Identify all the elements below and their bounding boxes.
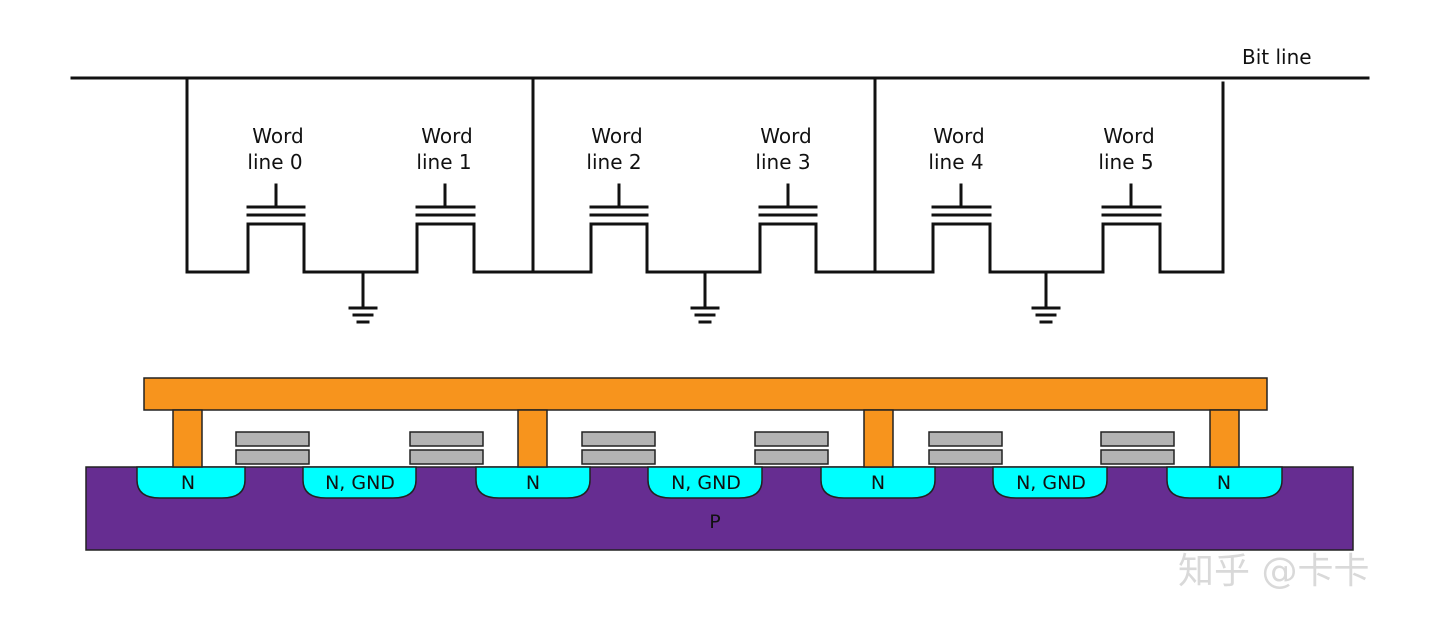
metal-contact bbox=[517, 409, 548, 468]
well-label-0: N bbox=[181, 472, 195, 494]
well-label-3: N, GND bbox=[671, 472, 741, 494]
n-well-1 bbox=[302, 466, 417, 499]
word-line-label-3b: line 3 bbox=[755, 150, 810, 174]
word-line-label-4a: Word bbox=[933, 124, 984, 148]
well-label-1: N, GND bbox=[325, 472, 395, 494]
transistor-chain-2 bbox=[531, 222, 877, 274]
metal-contact bbox=[863, 409, 894, 468]
gate-group-3 bbox=[758, 183, 818, 217]
ground-icon bbox=[348, 270, 378, 324]
substrate-label: P bbox=[709, 511, 720, 533]
gate-stack-3 bbox=[754, 431, 829, 465]
word-line-label-2b: line 2 bbox=[586, 150, 641, 174]
word-line-label-5a: Word bbox=[1103, 124, 1154, 148]
circuit-schematic: Bit line bbox=[70, 45, 1370, 324]
n-well-5 bbox=[992, 466, 1108, 499]
gate-stack-5 bbox=[1100, 431, 1175, 465]
n-well-4 bbox=[820, 466, 936, 499]
gate-group-5 bbox=[1101, 183, 1162, 217]
metal-contact bbox=[172, 409, 203, 468]
well-label-2: N bbox=[526, 472, 540, 494]
metal-contact bbox=[1209, 409, 1240, 468]
gate-stack-2 bbox=[581, 431, 656, 465]
word-line-label-1b: line 1 bbox=[416, 150, 471, 174]
word-line-label-0a: Word bbox=[252, 124, 303, 148]
ground-icon bbox=[690, 270, 720, 324]
word-line-label-3a: Word bbox=[760, 124, 811, 148]
word-line-label-1a: Word bbox=[421, 124, 472, 148]
bit-line-label: Bit line bbox=[1242, 45, 1312, 69]
gate-stack-1 bbox=[409, 431, 484, 465]
word-line-label-0b: line 0 bbox=[247, 150, 302, 174]
cross-section: P N N, GND N N, GND N N, GND N bbox=[85, 377, 1354, 551]
word-line-label-4b: line 4 bbox=[928, 150, 983, 174]
n-well-2 bbox=[475, 466, 591, 499]
well-label-4: N bbox=[871, 472, 885, 494]
gate-group-4 bbox=[931, 183, 992, 217]
ground-icon bbox=[1031, 270, 1061, 324]
gate-stack-0 bbox=[235, 431, 310, 465]
well-label-5: N, GND bbox=[1016, 472, 1086, 494]
n-well-6 bbox=[1166, 466, 1283, 499]
transistor-chain-1 bbox=[185, 222, 535, 274]
word-line-label-5b: line 5 bbox=[1098, 150, 1153, 174]
transistor-chain-3 bbox=[873, 222, 1225, 274]
watermark: 知乎 @卡卡 bbox=[1178, 551, 1369, 592]
gate-stack-4 bbox=[928, 431, 1003, 465]
metal-bit-line bbox=[143, 377, 1268, 411]
n-well-0 bbox=[136, 466, 246, 499]
word-line-label-2a: Word bbox=[591, 124, 642, 148]
well-label-6: N bbox=[1217, 472, 1231, 494]
n-well-3 bbox=[647, 466, 763, 499]
gate-group-1 bbox=[415, 183, 476, 217]
gate-group-2 bbox=[589, 183, 649, 217]
gate-group-0 bbox=[246, 183, 306, 217]
